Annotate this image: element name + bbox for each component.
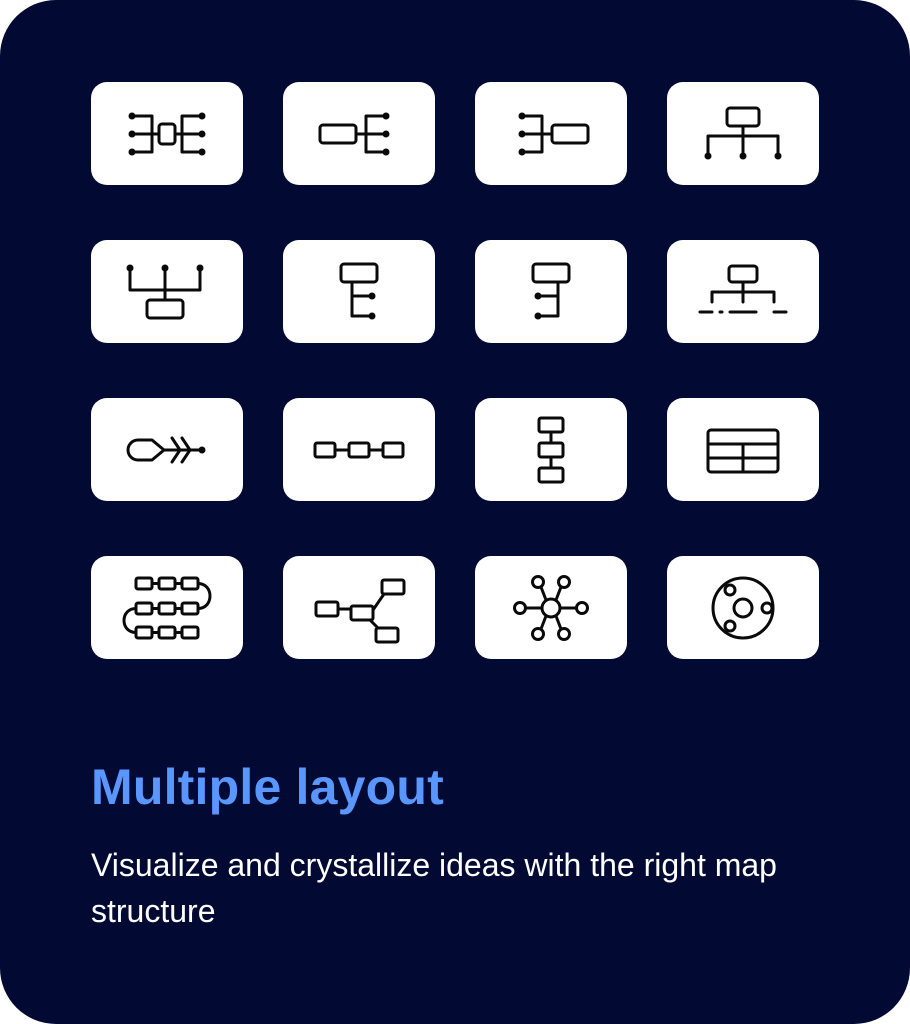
layout-option-org-chart[interactable] [667,82,819,185]
layout-option-hierarchy[interactable] [667,240,819,343]
hierarchy-dashed-icon [698,264,788,313]
org-chart-down-icon [704,106,782,159]
flowchart-icon [314,578,406,643]
org-chart-up-icon [126,264,204,319]
timeline-horizontal-icon [313,441,405,458]
layout-option-mind-map-left[interactable] [475,82,627,185]
circle-map-icon [711,576,775,639]
layout-option-bubble-map[interactable] [475,556,627,659]
card-title: Multiple layout [91,759,444,815]
layout-option-flowchart[interactable] [283,556,435,659]
tree-right-icon [339,262,379,319]
layout-option-mind-map-both[interactable] [91,82,243,185]
mind-map-both-sides-icon [128,112,206,155]
tree-left-icon [531,262,571,319]
layout-option-matrix[interactable] [667,398,819,501]
layout-option-winding-timeline[interactable] [91,556,243,659]
card-subtitle: Visualize and crystallize ideas with the… [91,847,777,929]
fishbone-icon [126,436,206,463]
mind-map-left-icon [518,112,590,155]
layout-option-circle-map[interactable] [667,556,819,659]
layout-option-fishbone[interactable] [91,398,243,501]
layout-option-timeline-horizontal[interactable] [283,398,435,501]
winding-timeline-icon [122,576,212,639]
layout-grid [91,82,819,659]
mind-map-right-icon [318,112,390,155]
layout-option-org-chart-up[interactable] [91,240,243,343]
matrix-table-icon [706,428,780,473]
layout-option-tree-right[interactable] [283,240,435,343]
bubble-map-icon [513,574,589,641]
timeline-vertical-icon [537,416,565,483]
layout-option-mind-map-right[interactable] [283,82,435,185]
layout-option-tree-left[interactable] [475,240,627,343]
layout-option-timeline-vertical[interactable] [475,398,627,501]
